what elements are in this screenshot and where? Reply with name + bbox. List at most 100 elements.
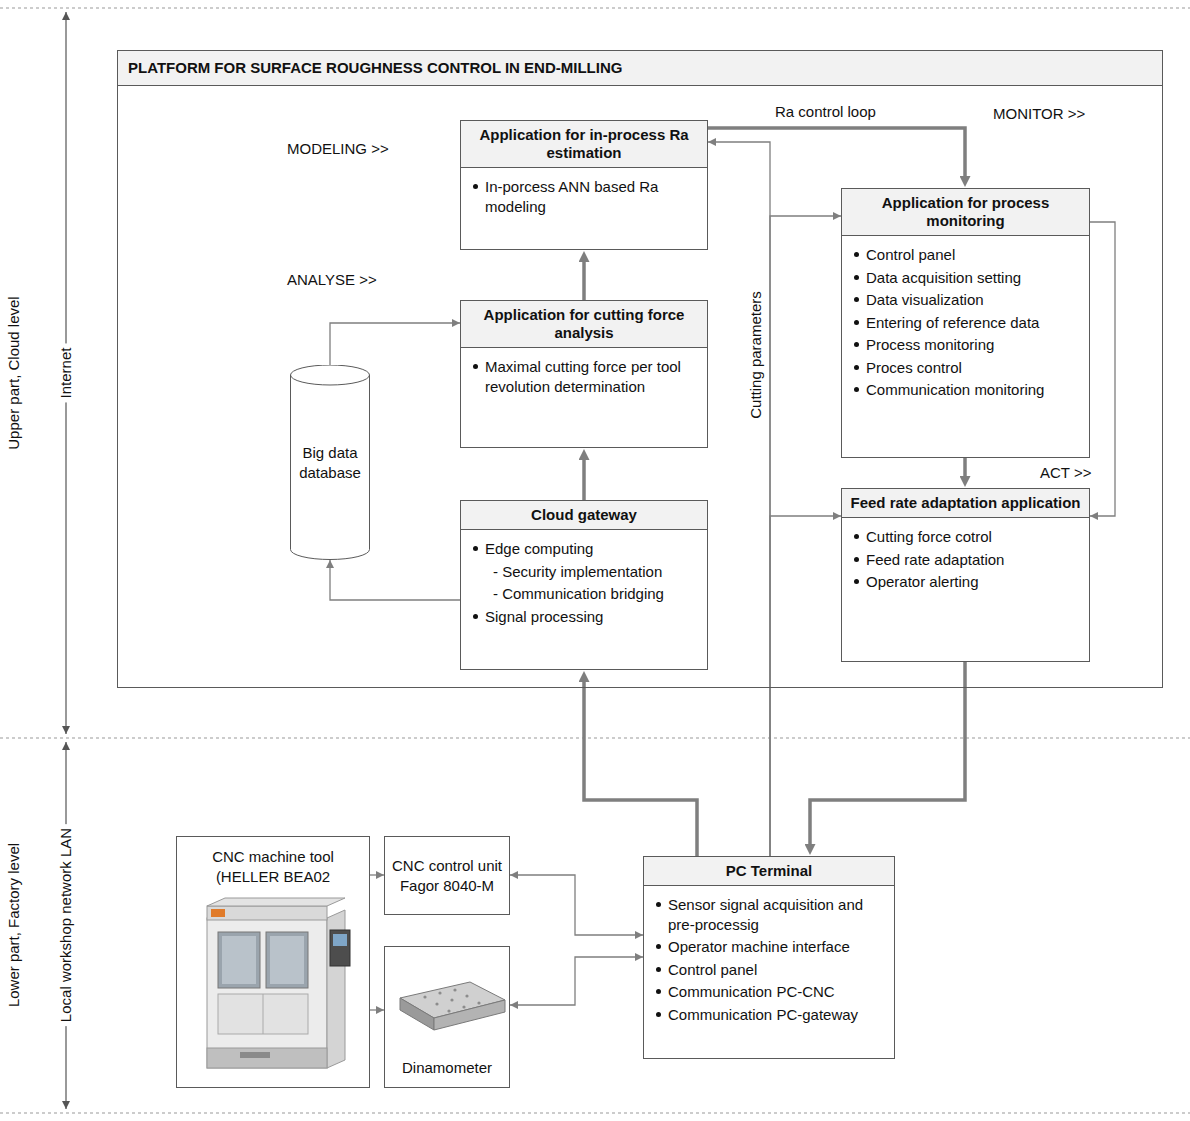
main-flow-arrow — [582, 256, 586, 300]
list-text: Maximal cutting force per tool revolutio… — [485, 358, 681, 395]
list-item: Communication monitoring — [852, 380, 1081, 400]
list-item: - Security implementation — [471, 562, 699, 582]
signal-arrow — [770, 216, 841, 856]
list-item: Feed rate adaptation — [852, 550, 1081, 570]
list-text: Process monitoring — [866, 336, 994, 353]
network-label: Internet — [57, 344, 75, 403]
box-body: In-porcess ANN based Ra modeling — [461, 168, 707, 227]
stage-label: MONITOR >> — [993, 105, 1085, 123]
signal-arrow — [708, 142, 770, 856]
list-item: Data visualization — [852, 290, 1081, 310]
bullet-dot — [854, 252, 859, 257]
bullet-dot — [473, 364, 478, 369]
cylinder-outline — [290, 365, 370, 560]
signal-arrow — [330, 323, 460, 365]
signal-arrow — [370, 874, 384, 875]
bullet-dot — [854, 320, 859, 325]
list-text: Entering of reference data — [866, 314, 1039, 331]
box-heading: Application for cutting force analysis — [461, 301, 707, 348]
database-cylinder: Big data database — [290, 365, 370, 560]
box-text: Big data database — [290, 443, 370, 482]
application-box: Feed rate adaptation applicationCutting … — [841, 488, 1090, 662]
gateway-box: Cloud gatewayEdge computing - Security im… — [460, 500, 708, 670]
list-item: Operator alerting — [852, 572, 1081, 592]
level-label: Lower part, Factory level — [5, 843, 23, 1007]
signal-arrow — [330, 560, 460, 600]
cylinder-body — [291, 365, 370, 560]
box-heading: Cloud gateway — [461, 501, 707, 530]
list-item: Maximal cutting force per tool revolutio… — [471, 357, 699, 396]
list-text: Control panel — [866, 246, 955, 263]
box-heading: Feed rate adaptation application — [842, 489, 1089, 518]
application-box: Application for in-process Ra estimation… — [460, 120, 708, 250]
connector-label: Ra control loop — [775, 103, 876, 121]
platform-frame: PLATFORM FOR SURFACE ROUGHNESS CONTROL I… — [117, 50, 1163, 688]
box-heading: Application for in-process Ra estimation — [461, 121, 707, 168]
list-text: Communication PC-CNC — [668, 983, 835, 1000]
main-flow-arrow — [584, 676, 697, 856]
bullet-dot — [473, 614, 478, 619]
list-text: - Security implementation — [493, 563, 662, 580]
stage-label: MODELING >> — [287, 140, 389, 158]
machine-box: CNC machine tool (HELLER BEA02 — [176, 836, 370, 1088]
box-body: Sensor signal acquisition and pre-proces… — [644, 886, 894, 1035]
box-text: CNC machine tool (HELLER BEA02 — [177, 847, 369, 886]
bullet-dot — [656, 989, 661, 994]
bullet-dot — [854, 534, 859, 539]
signal-arrow — [370, 1009, 384, 1010]
list-item: Data acquisition setting — [852, 268, 1081, 288]
list-text: Data visualization — [866, 291, 984, 308]
list-item: Control panel — [654, 960, 886, 980]
list-text: Proces control — [866, 359, 962, 376]
bullet-dot — [854, 365, 859, 370]
cylinder-rim — [291, 375, 370, 385]
box-body: Cutting force cotrolFeed rate adaptation… — [842, 518, 1089, 603]
control-unit-box: CNC control unit Fagor 8040-M — [384, 836, 510, 915]
box-heading: PLATFORM FOR SURFACE ROUGHNESS CONTROL I… — [118, 51, 1162, 86]
box-heading: Application for process monitoring — [842, 189, 1089, 236]
list-item: Process monitoring — [852, 335, 1081, 355]
list-text: Signal processing — [485, 608, 603, 625]
list-text: - Communication bridging — [493, 585, 664, 602]
box-text: CNC control unit Fagor 8040-M — [385, 856, 509, 895]
list-item: Cutting force cotrol — [852, 527, 1081, 547]
application-box: Application for process monitoringContro… — [841, 188, 1090, 458]
list-text: Operator alerting — [866, 573, 979, 590]
box-body: Maximal cutting force per tool revolutio… — [461, 348, 707, 407]
bullet-dot — [854, 342, 859, 347]
bullet-dot — [854, 275, 859, 280]
bullet-dot — [656, 944, 661, 949]
bullet-dot — [656, 902, 661, 907]
level-label: Upper part, Cloud level — [5, 296, 23, 449]
bullet-dot — [854, 557, 859, 562]
list-text: Edge computing — [485, 540, 593, 557]
connector-label: Cutting parameters — [747, 291, 765, 419]
list-item: Sensor signal acquisition and pre-proces… — [654, 895, 886, 934]
box-text: Dinamometer — [385, 1058, 509, 1078]
box-body: Edge computing - Security implementation -… — [461, 530, 707, 637]
application-box: Application for cutting force analysisMa… — [460, 300, 708, 448]
list-text: Data acquisition setting — [866, 269, 1021, 286]
list-text: In-porcess ANN based Ra modeling — [485, 178, 658, 215]
bullet-dot — [656, 1012, 661, 1017]
machine-illustration — [207, 898, 350, 1068]
list-item: In-porcess ANN based Ra modeling — [471, 177, 699, 216]
list-item: Proces control — [852, 358, 1081, 378]
list-text: Operator machine interface — [668, 938, 850, 955]
list-item: Control panel — [852, 245, 1081, 265]
stage-label: ANALYSE >> — [287, 271, 377, 289]
bullet-dot — [854, 297, 859, 302]
signal-arrow — [510, 875, 643, 935]
box-heading: PC Terminal — [644, 857, 894, 886]
signal-arrow — [770, 516, 841, 856]
list-item: Entering of reference data — [852, 313, 1081, 333]
main-flow-arrow — [708, 128, 965, 182]
list-text: Control panel — [668, 961, 757, 978]
list-item: Signal processing — [471, 607, 699, 627]
stage-label: ACT >> — [1040, 464, 1091, 482]
bullet-dot — [854, 579, 859, 584]
main-flow-arrow — [810, 662, 965, 850]
bullet-dot — [656, 967, 661, 972]
bullet-dot — [473, 546, 478, 551]
